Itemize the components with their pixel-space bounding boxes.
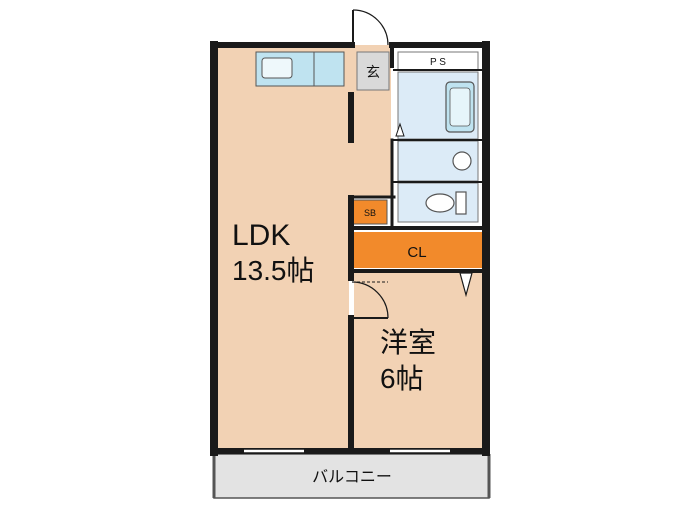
western-room-name-label: 洋室 <box>380 327 436 358</box>
pipe-space-label: P S <box>430 57 446 68</box>
balcony-area <box>213 453 490 499</box>
balcony-label: バルコニー <box>312 469 392 486</box>
closet-area <box>353 232 484 268</box>
closet-label: CL <box>407 244 426 261</box>
ldk-floor <box>216 45 349 449</box>
entrance-label: 玄 <box>366 64 380 80</box>
balcony-windows <box>244 448 450 454</box>
western-room-size-label: 6帖 <box>380 363 424 394</box>
shoe-box-label: SB <box>364 208 376 218</box>
closet-door-marker <box>459 272 473 298</box>
washbasin-icon <box>452 151 472 171</box>
bathtub-inner <box>449 87 471 127</box>
western-room-door <box>351 281 389 319</box>
western-room-floor <box>354 273 484 449</box>
bath-door-marker <box>395 122 405 137</box>
toilet-tank-icon <box>455 191 467 215</box>
ldk-size-label: 13.5帖 <box>232 255 315 286</box>
entrance-floor <box>356 51 390 91</box>
toilet-icon <box>425 193 455 213</box>
ldk-name-label: LDK <box>232 219 290 252</box>
kitchen-sink <box>261 57 293 79</box>
entrance-door <box>352 9 389 46</box>
